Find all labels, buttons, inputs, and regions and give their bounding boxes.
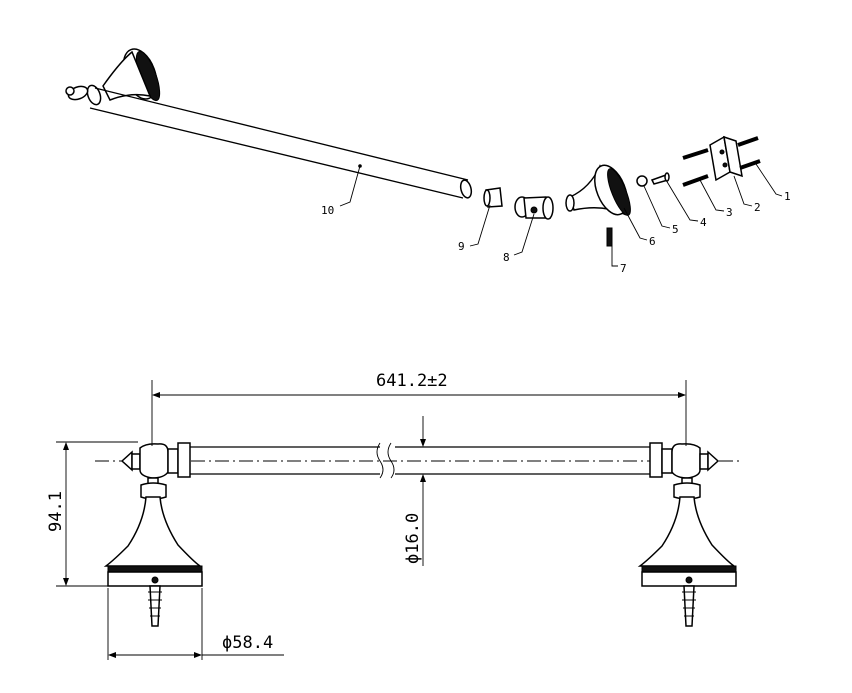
exploded-view: 10 9 8 7 6 5 4 3 2 1: [65, 48, 791, 275]
height-dimension: 94.1: [46, 441, 138, 587]
part-label-6: 6: [649, 235, 656, 248]
part-label-10: 10: [321, 204, 334, 217]
part-label-1: 1: [784, 190, 791, 203]
pin: [650, 172, 670, 185]
mounting-bracket: [709, 135, 743, 182]
part-label-8: 8: [503, 251, 510, 264]
anchors: [682, 148, 709, 187]
base-diameter-dimension: ϕ58.4: [107, 588, 284, 660]
height-dimension-label: 94.1: [46, 491, 66, 532]
sleeve: [483, 187, 503, 208]
part-label-9: 9: [458, 240, 465, 253]
elevation-view: 641.2±2 94.1 ϕ16.0 ϕ58.4: [46, 371, 740, 660]
left-end-assembly: [103, 442, 203, 627]
base-diameter-label: ϕ58.4: [222, 633, 273, 653]
screws: [737, 136, 761, 170]
towel-bar-tube: [89, 87, 473, 199]
tube-diameter-dimension: ϕ16.0: [403, 416, 426, 566]
set-screw: [606, 227, 613, 247]
part-label-3: 3: [726, 206, 733, 219]
part-label-5: 5: [672, 223, 679, 236]
right-flange: [565, 164, 631, 216]
tube-diameter-label: ϕ16.0: [403, 513, 423, 564]
part-label-4: 4: [700, 216, 707, 229]
left-flange: [65, 48, 161, 106]
length-dimension: 641.2±2: [151, 371, 687, 446]
right-end-assembly: [637, 442, 737, 627]
part-label-2: 2: [754, 201, 761, 214]
connector: [514, 196, 554, 220]
washer: [636, 175, 648, 187]
part-label-7: 7: [620, 262, 627, 275]
length-dimension-label: 641.2±2: [376, 371, 448, 391]
elevation-tube: [190, 442, 650, 479]
